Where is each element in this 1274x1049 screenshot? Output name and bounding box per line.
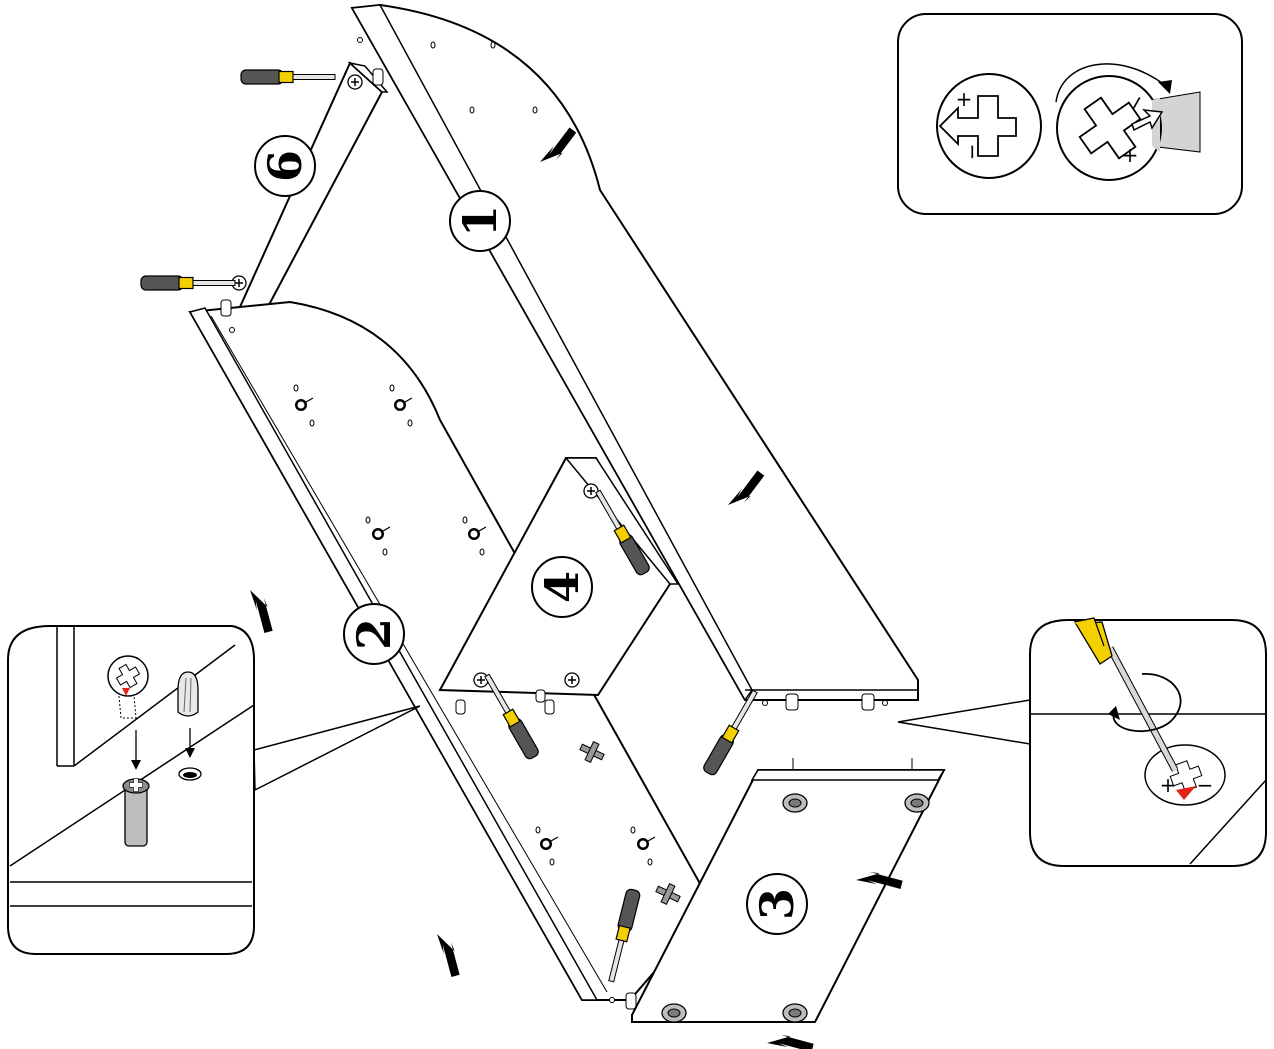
panel-number-6: 6 — [254, 135, 316, 197]
rotate-icon — [1055, 63, 1167, 103]
dowel-detail — [7, 625, 421, 955]
cam-lock-detail: + − + − — [897, 13, 1243, 215]
plus-sign: + — [956, 87, 973, 111]
screwdriver-detail: + − — [897, 617, 1267, 867]
panel-1-label: 1 — [453, 205, 507, 237]
panel-6-label: 6 — [258, 150, 312, 182]
rotate-icon — [1112, 673, 1182, 733]
panel-1 — [350, 3, 919, 711]
panel-6 — [231, 61, 389, 319]
panel-2-label: 2 — [347, 618, 401, 650]
panel-number-4: 4 — [531, 556, 593, 618]
svg-text:−: − — [1197, 773, 1214, 797]
panel-number-1: 1 — [449, 190, 511, 252]
minus-sign: − — [961, 144, 985, 161]
panel-number-2: 2 — [343, 603, 405, 665]
svg-text:+: + — [1160, 773, 1177, 797]
panel-4-label: 4 — [535, 571, 589, 603]
panel-number-3: 3 — [746, 873, 808, 935]
plus-sign-rotated: + — [1122, 143, 1139, 167]
panel-3-label: 3 — [750, 888, 804, 920]
